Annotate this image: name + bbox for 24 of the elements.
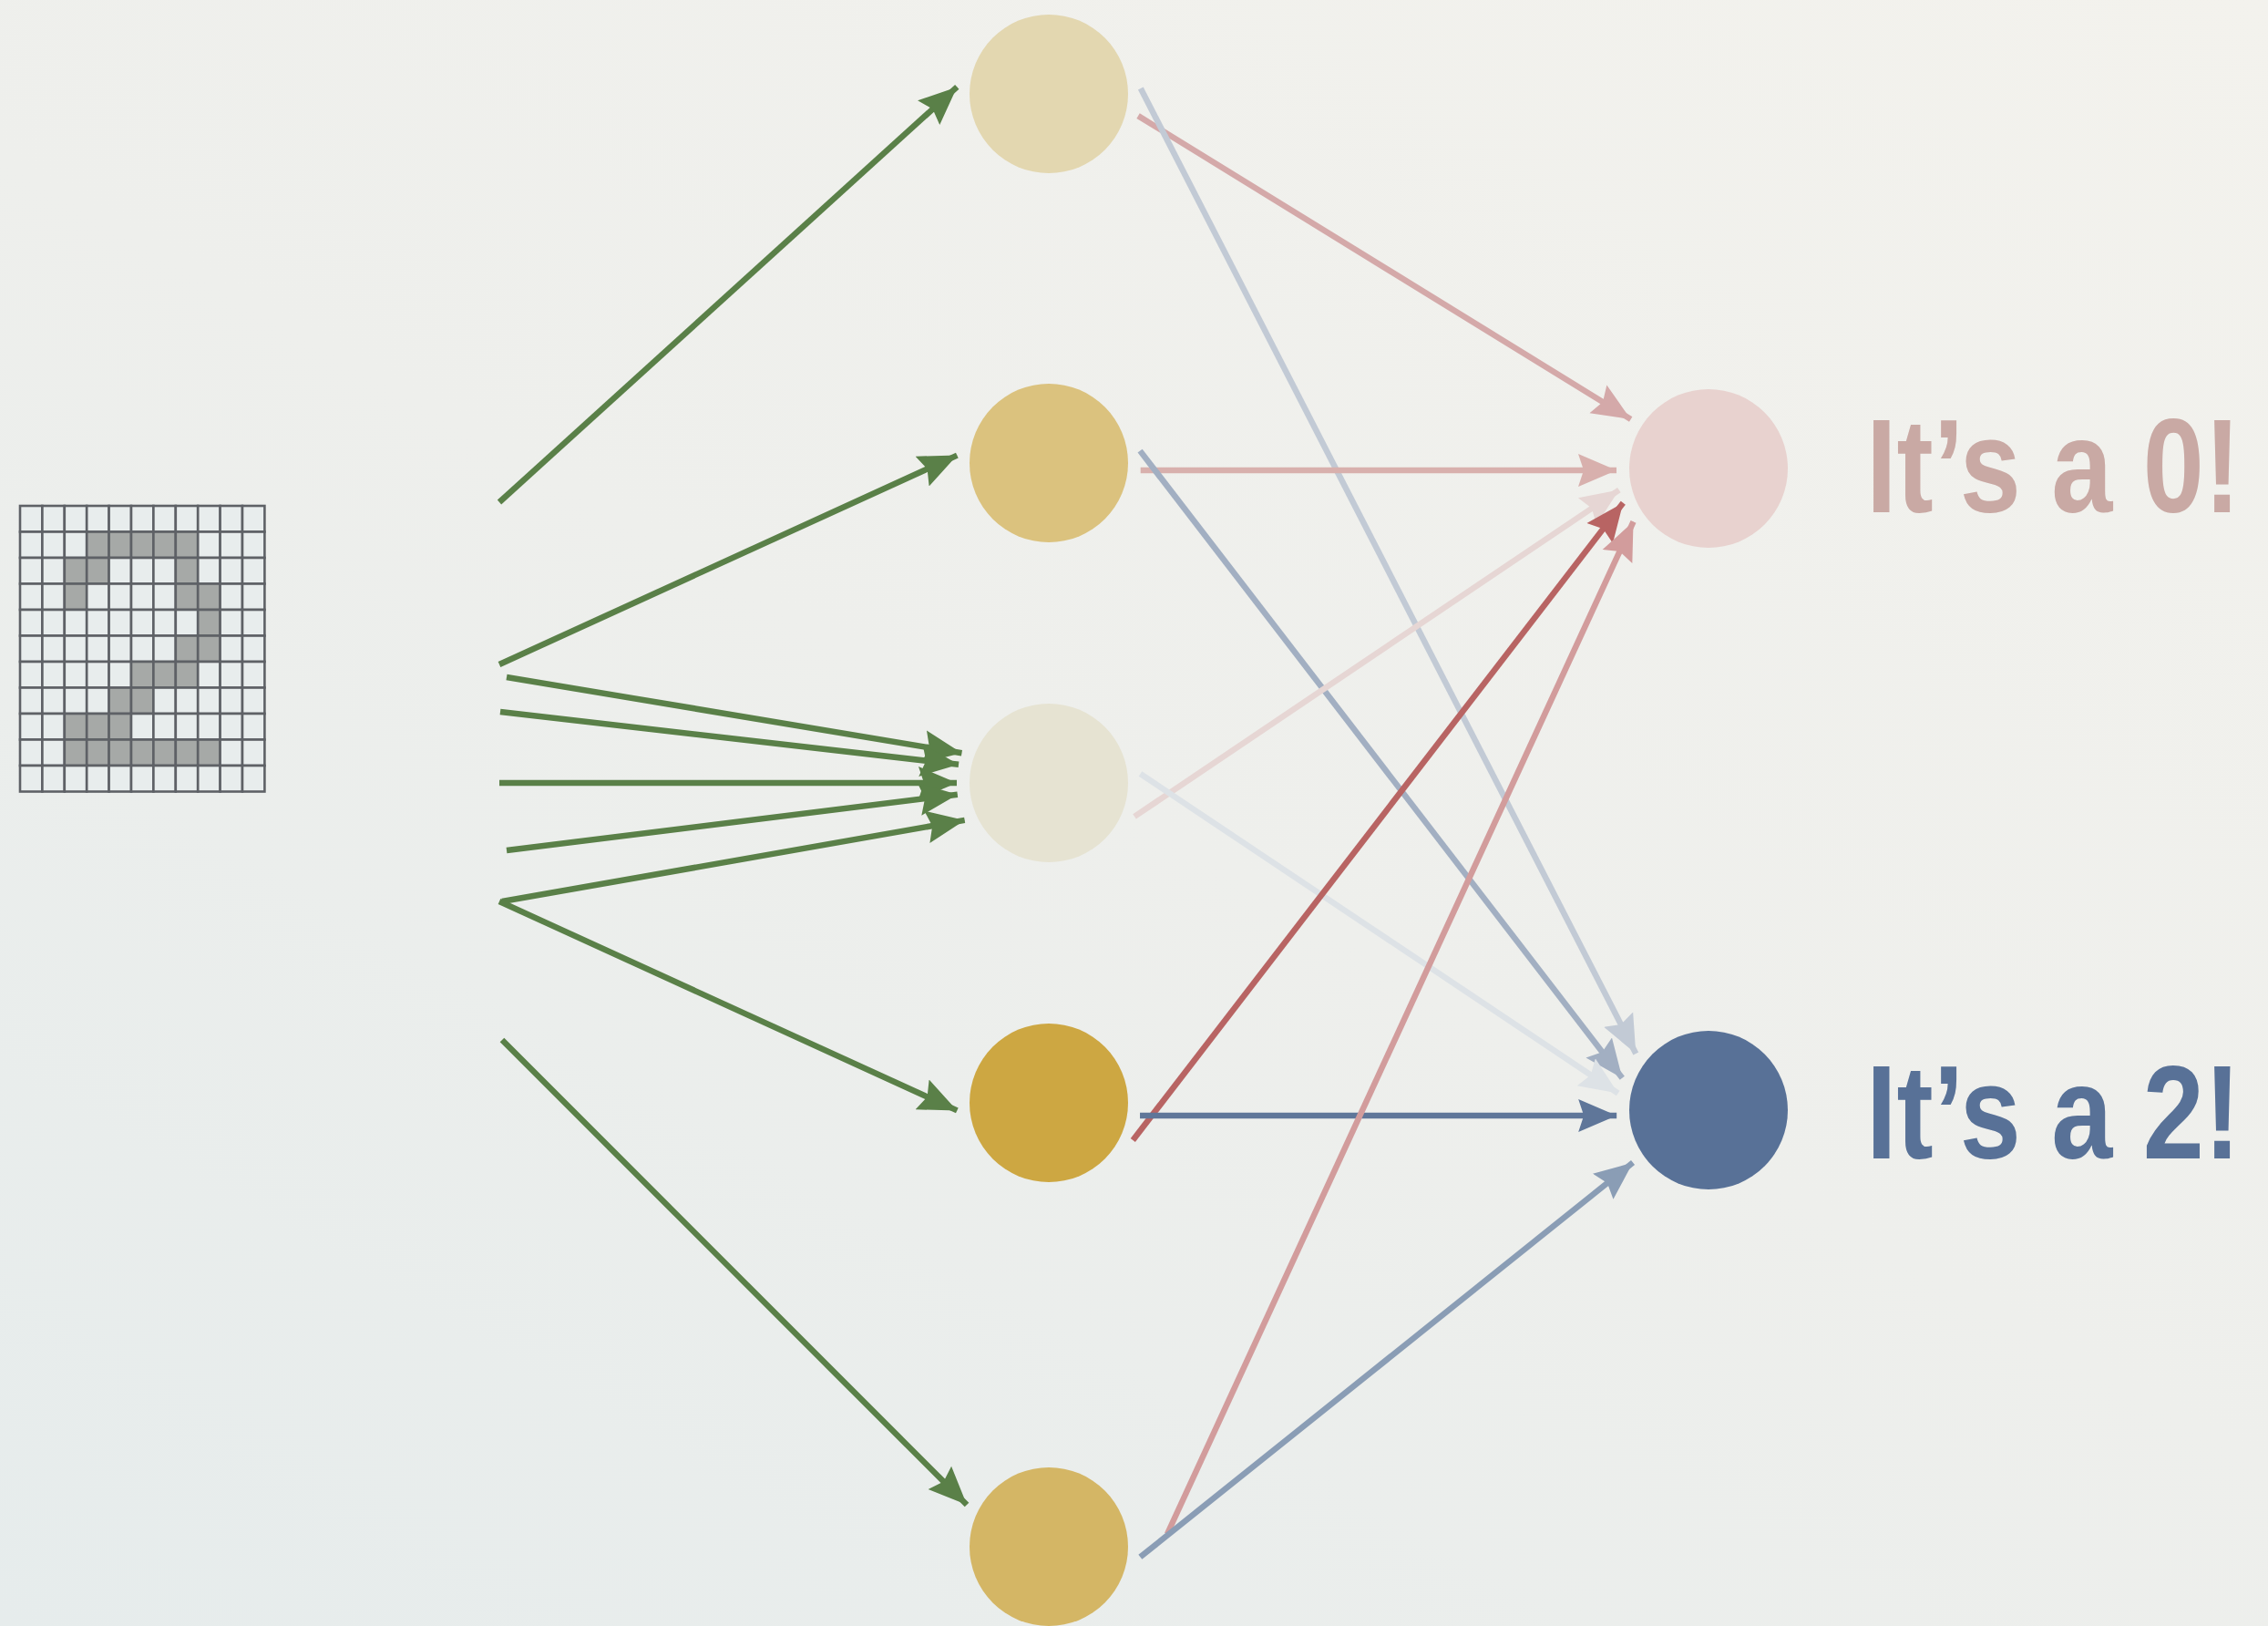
prediction-text: It’s a 0! — [1866, 399, 2241, 533]
arrow — [1137, 87, 1639, 1055]
prediction-text: It’s a 2! — [1866, 1045, 2241, 1179]
hidden-neuron-circle — [970, 1467, 1128, 1626]
arrow — [501, 810, 966, 905]
arrow — [499, 1037, 970, 1508]
output-neuron-circle — [1629, 1031, 1788, 1189]
arrow — [498, 899, 959, 1114]
arrow — [1138, 1160, 1636, 1559]
arrow — [506, 783, 959, 854]
arrow — [1130, 500, 1626, 1142]
arrow — [499, 708, 960, 777]
arrow — [1165, 520, 1637, 1536]
arrow — [1136, 113, 1633, 422]
hidden-neuron-circle — [970, 384, 1128, 542]
hidden-neuron-circle — [970, 704, 1128, 862]
arrow — [497, 85, 960, 505]
arrow — [498, 452, 959, 667]
output-neuron-circle — [1629, 389, 1788, 548]
arrow — [1137, 448, 1625, 1080]
hidden-neuron-circle — [970, 15, 1128, 173]
hidden-neuron-circle — [970, 1024, 1128, 1182]
arrow — [1133, 487, 1621, 819]
arrow — [1138, 771, 1620, 1096]
